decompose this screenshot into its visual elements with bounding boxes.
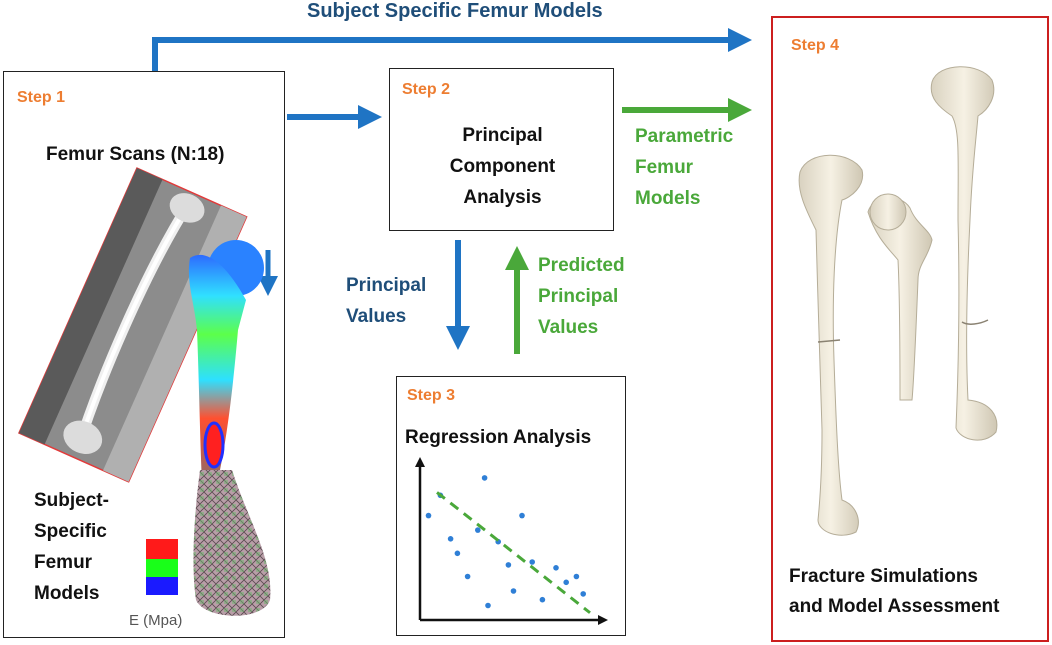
top-arrow [155,40,740,71]
scatter-point [529,559,535,565]
scatter-point [475,527,481,533]
scatter-point [506,562,512,568]
scatter-point [553,565,559,571]
scatter-point [563,580,569,586]
scatter-point [485,603,491,609]
legend-blue [146,577,178,595]
scatter-point [574,574,580,580]
femur-bone-left [799,155,863,535]
scatter-point [519,513,525,519]
fe-femur-model [189,240,271,616]
scatter-point [482,475,488,481]
legend-green [146,559,178,577]
scatter-point [426,513,432,519]
femur-bone-right [931,67,997,440]
scatter-point [540,597,546,603]
scatter-point [580,591,586,597]
regression-plot [415,457,608,625]
legend-red [146,539,178,559]
femur-bone-middle [868,194,932,400]
y-axis-arrowhead [415,457,425,467]
scatter-point [448,536,454,542]
scatter-point [455,551,461,557]
scatter-point [511,588,517,594]
scatter-point [465,574,471,580]
x-axis-arrowhead [598,615,608,625]
